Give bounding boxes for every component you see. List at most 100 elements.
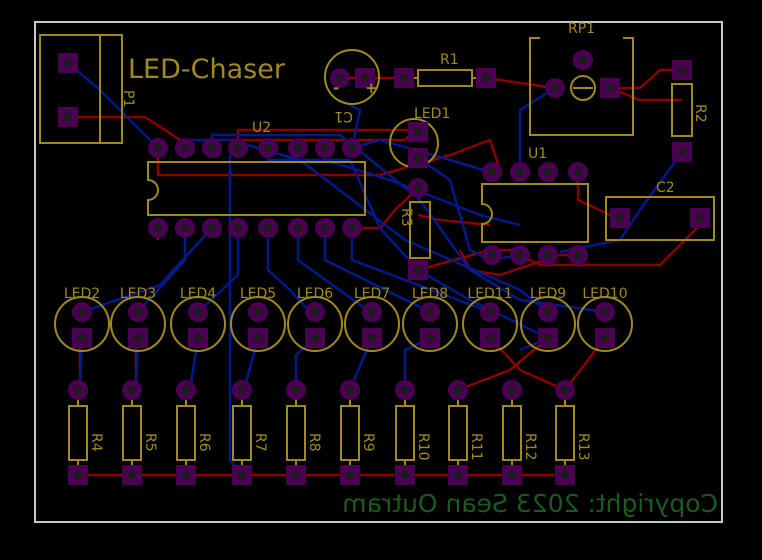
rp1-label: RP1 xyxy=(568,21,595,37)
c1-minus-label: - xyxy=(333,79,339,97)
led1-label: LED1 xyxy=(414,106,450,122)
u1-pin-bottom-3 xyxy=(538,245,558,265)
c1-pad-minus xyxy=(330,68,350,88)
r9-label: R9 xyxy=(360,433,376,452)
led1-pad-2 xyxy=(408,148,428,168)
c1-outline xyxy=(324,49,380,105)
r13-label: R13 xyxy=(575,433,591,461)
rp1-pad-2 xyxy=(573,50,593,70)
r9-pad-2 xyxy=(340,465,360,485)
led7-pad-2 xyxy=(362,328,382,348)
u1-label: U1 xyxy=(528,146,547,162)
led3-pad-1 xyxy=(128,302,148,322)
led4-label: LED4 xyxy=(180,286,216,302)
led7-label: LED7 xyxy=(354,286,390,302)
r13-pad-2 xyxy=(555,465,575,485)
led9-pad-2 xyxy=(538,328,558,348)
led6-outline xyxy=(287,296,343,352)
board-outline xyxy=(34,21,723,523)
r6-pad-1 xyxy=(176,380,196,400)
r8-pad-2 xyxy=(286,465,306,485)
led10-pad-1 xyxy=(595,302,615,322)
r7-label: R7 xyxy=(252,433,268,452)
c1-label: C1 xyxy=(334,108,353,124)
u1-pin-top-4 xyxy=(568,162,588,182)
r2-pad-1 xyxy=(672,60,692,80)
r8-pad-1 xyxy=(286,380,306,400)
led2-label: LED2 xyxy=(64,286,100,302)
r11-pad-2 xyxy=(448,465,468,485)
u2-pin-top-3 xyxy=(202,138,222,158)
r3-pad-2 xyxy=(408,260,428,280)
r12-label: R12 xyxy=(522,433,538,461)
c2-outline xyxy=(605,196,715,241)
u2-outline xyxy=(147,161,366,216)
p1-label: P1 xyxy=(120,90,136,107)
r9-pad-1 xyxy=(340,380,360,400)
led8-label: LED8 xyxy=(412,286,448,302)
r12-pad-2 xyxy=(502,465,522,485)
led5-pad-1 xyxy=(248,302,268,322)
r2-body xyxy=(671,83,693,137)
led7-pad-1 xyxy=(362,302,382,322)
r4-pad-2 xyxy=(68,465,88,485)
u1-pin-top-1 xyxy=(482,162,502,182)
u2-pin-bottom-3 xyxy=(202,218,222,238)
u2-pin-bottom-4 xyxy=(228,218,248,238)
led6-pad-1 xyxy=(305,302,325,322)
r5-pad-2 xyxy=(122,465,142,485)
r10-pad-1 xyxy=(395,380,415,400)
u1-pin-bottom-2 xyxy=(510,245,530,265)
r4-pad-1 xyxy=(68,380,88,400)
r5-label: R5 xyxy=(142,433,158,452)
u2-pin-bottom-8 xyxy=(342,218,362,238)
led-row xyxy=(54,296,633,352)
u2-pin-bottom-6 xyxy=(288,218,308,238)
led5-outline xyxy=(230,296,286,352)
led11-label: LED11 xyxy=(467,286,512,302)
r11-label: R11 xyxy=(468,433,484,461)
u1-pin-bottom-1 xyxy=(482,245,502,265)
u2-pin-top-5 xyxy=(258,138,278,158)
u2-pin-bottom-5 xyxy=(258,218,278,238)
r10-pad-2 xyxy=(395,465,415,485)
r1-pad-2 xyxy=(476,68,496,88)
r12-pad-1 xyxy=(502,380,522,400)
u2-pin-bottom-2 xyxy=(175,218,195,238)
led3-outline xyxy=(110,296,166,352)
r2-pad-2 xyxy=(672,142,692,162)
led4-pad-2 xyxy=(188,328,208,348)
r3-label: R3 xyxy=(398,208,414,227)
rp1-outline xyxy=(529,37,634,136)
led11-pad-1 xyxy=(480,302,500,322)
led9-label: LED9 xyxy=(530,286,566,302)
led2-pad-2 xyxy=(72,328,92,348)
p1-pad-1 xyxy=(58,53,78,73)
led1-pad-1 xyxy=(408,122,428,142)
u2-pin-top-6 xyxy=(288,138,308,158)
led6-label: LED6 xyxy=(297,286,333,302)
led11-outline xyxy=(462,296,518,352)
u2-pin-top-1 xyxy=(148,138,168,158)
u2-pin-bottom-7 xyxy=(315,218,335,238)
u2-label: U2 xyxy=(252,120,271,136)
r6-label: R6 xyxy=(196,433,212,452)
p1-pad-2 xyxy=(58,107,78,127)
led3-label: LED3 xyxy=(120,286,156,302)
u2-pin-top-4 xyxy=(228,138,248,158)
copyright-text: Copyright: 2023 Sean Outram xyxy=(342,489,718,518)
c2-pad-1 xyxy=(610,208,630,228)
r11-pad-1 xyxy=(448,380,468,400)
r1-pad-1 xyxy=(394,68,414,88)
led2-pad-1 xyxy=(72,302,92,322)
pads xyxy=(58,50,710,485)
led8-pad-2 xyxy=(420,328,440,348)
u1-pin-top-3 xyxy=(538,162,558,182)
r1-label: R1 xyxy=(440,52,459,68)
r3-pad-1 xyxy=(408,178,428,198)
silkscreen xyxy=(39,34,715,259)
rp1-pad-3 xyxy=(600,78,620,98)
u2-pin-top-8 xyxy=(342,138,362,158)
